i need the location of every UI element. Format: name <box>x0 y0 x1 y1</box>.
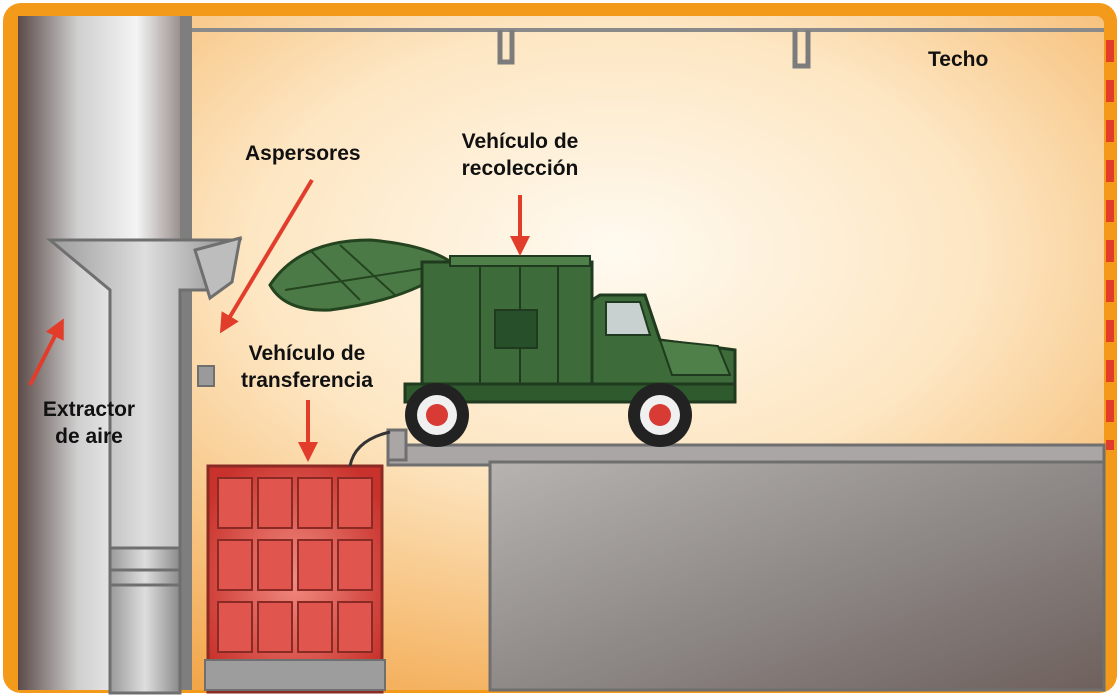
ceiling-line <box>192 28 1104 32</box>
air-extractor-duct <box>108 546 182 695</box>
sprinkler-nozzle <box>193 235 242 301</box>
sprinklers-label: Aspersores <box>245 142 361 165</box>
building-wall <box>180 16 192 690</box>
air-extractor-label-line1: Extractor <box>42 398 136 421</box>
air-extractor-arrow <box>28 318 64 386</box>
air-extractor-label: Extractor de aire <box>26 396 152 450</box>
transfer-vehicle-label: Vehículo de transferencia <box>232 340 382 394</box>
ceiling-bracket-1 <box>497 30 515 65</box>
transfer-vehicle-label-line1: Vehículo de <box>248 342 366 365</box>
collection-vehicle-label-line1: Vehículo de <box>461 130 579 153</box>
wall-sensor <box>197 365 215 387</box>
transfer-container-panels <box>217 477 373 653</box>
collection-vehicle-label: Vehículo de recolección <box>440 128 600 182</box>
cab-window <box>605 301 652 336</box>
roof-label: Techo <box>928 48 989 71</box>
rear-wheel <box>405 383 469 447</box>
front-wheel <box>628 383 692 447</box>
concrete-platform <box>488 460 1106 692</box>
air-extractor-label-line2: de aire <box>55 425 123 448</box>
ceiling-bracket-2 <box>792 30 811 69</box>
transfer-vehicle-label-line2: transferencia <box>241 369 373 392</box>
sprinklers-arrow <box>219 178 314 334</box>
collection-vehicle-label-line2: recolección <box>461 157 579 180</box>
